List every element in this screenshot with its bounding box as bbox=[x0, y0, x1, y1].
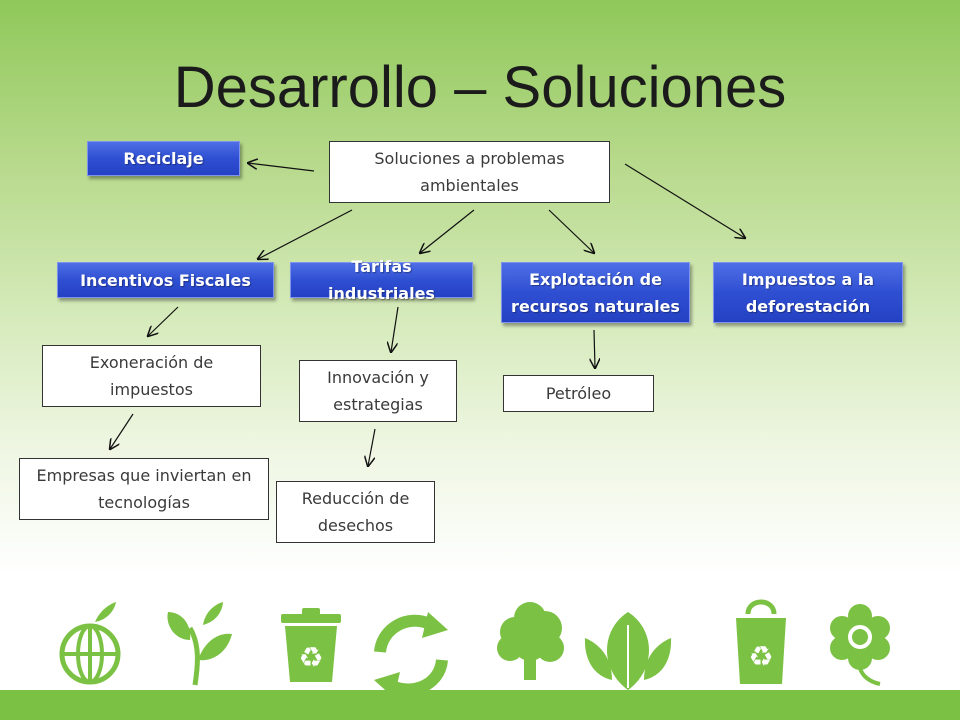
root-node: Soluciones a problemas ambientales bbox=[329, 141, 610, 203]
flower-icon bbox=[830, 604, 890, 686]
svg-text:♻: ♻ bbox=[298, 641, 323, 674]
petroleo-node: Petróleo bbox=[503, 375, 654, 412]
sprout-icon bbox=[167, 602, 232, 686]
innovacion-label: Innovación y estrategias bbox=[327, 368, 429, 414]
impuestos-deforestacion-node: Impuestos a la deforestación bbox=[713, 262, 903, 323]
reciclaje-node: Reciclaje bbox=[87, 141, 240, 176]
arrow-root-to-incentivos bbox=[258, 209, 353, 259]
tarifas-industriales-node: Tarifas industriales bbox=[290, 257, 473, 303]
exoneracion-label: Exoneración de impuestos bbox=[89, 353, 214, 399]
slide-title: Desarrollo – Soluciones bbox=[173, 55, 787, 120]
arrow-root-to-reciclaje bbox=[248, 163, 315, 172]
recycle-arrows-icon bbox=[374, 612, 448, 690]
arrow-innovacion-to-reduccion bbox=[368, 428, 376, 466]
petroleo-label: Petróleo bbox=[545, 384, 612, 403]
empresas-label: Empresas que inviertan en tecnologías bbox=[36, 466, 252, 512]
arrow-explotacion-to-petroleo bbox=[594, 329, 595, 368]
eco-icon-row: ♻ ♻ bbox=[59, 599, 890, 690]
explotacion-recursos-node: Explotación de recursos naturales bbox=[501, 262, 690, 323]
reciclaje-node-label: Reciclaje bbox=[123, 149, 204, 168]
explotacion-recursos-label: Explotación de recursos naturales bbox=[511, 269, 680, 316]
empresas-node: Empresas que inviertan en tecnologías bbox=[19, 458, 269, 520]
reduccion-node: Reducción de desechos bbox=[276, 481, 435, 543]
arrow-root-to-tarifas bbox=[420, 209, 475, 253]
arrow-incentivos-to-exoneracion bbox=[148, 306, 179, 336]
arrow-tarifas-to-innovacion bbox=[391, 306, 399, 352]
incentivos-fiscales-label: Incentivos Fiscales bbox=[80, 270, 251, 290]
globe-apple-icon bbox=[59, 602, 121, 685]
reduccion-label: Reducción de desechos bbox=[301, 489, 410, 535]
innovacion-node: Innovación y estrategias bbox=[299, 360, 457, 422]
bottom-bar bbox=[0, 690, 960, 720]
recycle-bag-icon: ♻ bbox=[736, 599, 786, 684]
arrow-root-to-impuestos bbox=[624, 163, 745, 238]
root-node-label: Soluciones a problemas ambientales bbox=[374, 149, 565, 195]
arrow-root-to-explotacion bbox=[548, 209, 594, 253]
tree-icon bbox=[497, 602, 564, 680]
svg-text:♻: ♻ bbox=[748, 640, 773, 673]
leaves-icon bbox=[584, 612, 672, 690]
recycle-bin-icon: ♻ bbox=[281, 608, 341, 682]
exoneracion-node: Exoneración de impuestos bbox=[42, 345, 261, 407]
tarifas-industriales-label: Tarifas industriales bbox=[328, 257, 435, 303]
arrow-exoneracion-to-empresas bbox=[110, 413, 134, 449]
incentivos-fiscales-node: Incentivos Fiscales bbox=[57, 262, 274, 298]
impuestos-deforestacion-label: Impuestos a la deforestación bbox=[741, 269, 875, 316]
